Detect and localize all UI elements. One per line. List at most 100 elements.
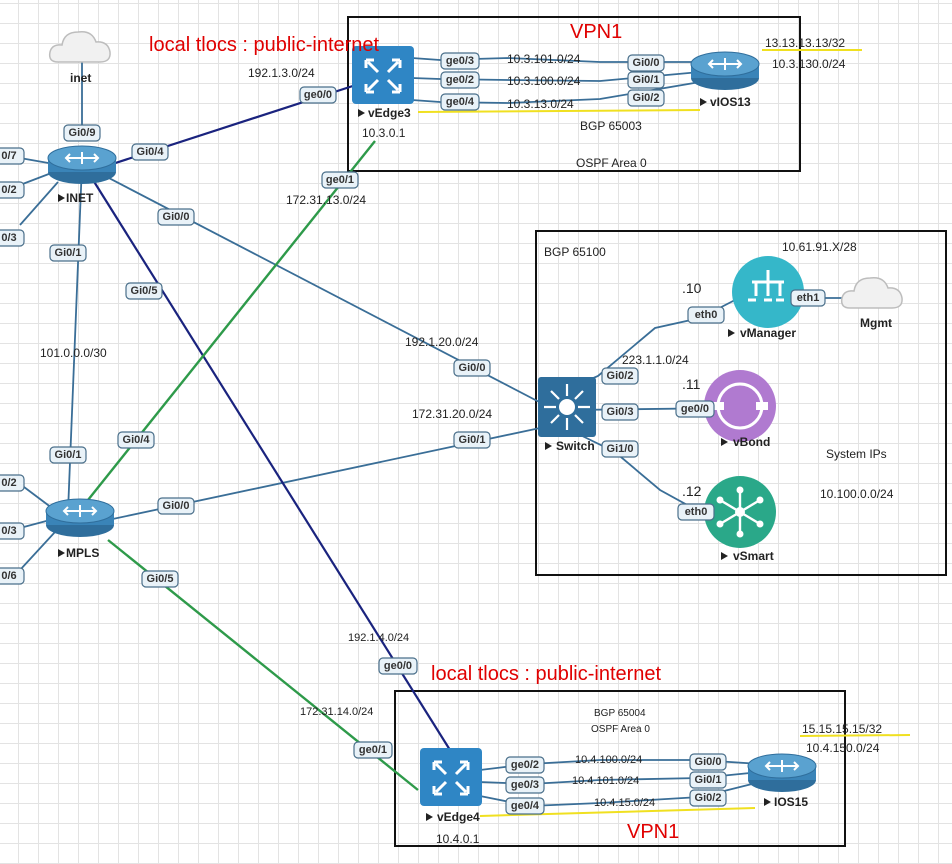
inet-cloud-icon [48,30,111,63]
port-badge-vedge3-ge01: ge0/1 [321,171,359,189]
port-label: 0/6 [1,570,16,582]
port-label: Gi0/0 [695,756,722,768]
port-label: 0/7 [1,150,16,162]
net-site4-1: 10.4.100.0/24 [575,754,642,766]
port-label: ge0/3 [511,779,539,791]
device-label-vmanager: vManager [740,326,796,340]
site3-ospf: OSPF Area 0 [576,156,647,170]
device-label-vbond: vBond [733,435,770,449]
net-mpls-vedge4: 172.31.14.0/24 [300,706,373,718]
port-badge-vedge3-ge02: ge0/2 [440,71,480,89]
net-site4-2: 10.4.101.0/24 [572,775,639,787]
port-badge-vedge4-ge04: ge0/4 [505,797,545,815]
net-vedge4-system: 10.4.0.1 [436,832,480,846]
net-ios15-loopback: 15.15.15.15/32 [802,722,882,736]
mgmt-cloud-icon [840,276,903,309]
net-mpls-switch: 172.31.20.0/24 [412,407,492,421]
vsmart-icon[interactable] [704,476,776,548]
net-mpls-vedge3: 172.31.13.0/24 [286,193,366,207]
link-mpls-left1 [19,483,53,509]
port-badge-vedge3-ge04: ge0/4 [440,93,480,111]
port-label: eth0 [695,309,718,321]
port-label: Gi0/0 [459,362,486,374]
controllers-mgmt-net: 10.61.91.X/28 [782,240,857,254]
port-label: Gi1/0 [607,443,634,455]
port-badge-mpls-gi00: Gi0/0 [157,497,195,515]
port-label: Gi0/2 [633,92,660,104]
net-controllers: 223.1.1.0/24 [622,353,689,367]
port-badge-vios13-gi00: Gi0/0 [627,54,665,72]
device-label-inet: INET [66,191,94,205]
port-label: ge0/4 [511,800,540,812]
ios15-router-icon[interactable] [747,753,817,792]
port-label: ge0/1 [359,744,387,756]
controllers-system-label: System IPs [826,447,887,461]
device-label-vios13: vIOS13 [710,95,751,109]
port-badge-vmanager-eth1: eth1 [790,289,826,307]
device-label-vedge4: vEdge4 [437,810,480,824]
port-badge-vedge4-ge01: ge0/1 [353,741,393,759]
link-mpls-left3 [19,531,56,571]
controllers-system-net: 10.100.0.0/24 [820,487,894,501]
annotation-vpn1-top: VPN1 [570,21,622,43]
controllers-box [535,230,947,576]
net-inet-vedge3: 192.1.3.0/24 [248,66,315,80]
port-badge-inet-gi09: Gi0/9 [63,124,101,142]
port-badge-vedge4-ge03: ge0/3 [505,776,545,794]
vbond-icon[interactable] [704,370,776,442]
net-vios13-loopback: 13.13.13.13/32 [765,36,845,50]
port-badge-vmanager-eth0: eth0 [687,306,725,324]
highlight-vedge3 [417,109,701,113]
net-inet-switch: 192.1.20.0/24 [405,335,479,349]
port-badge-mpls-gi01: Gi0/1 [49,446,87,464]
play-markers [58,98,771,821]
port-label: Gi0/4 [123,434,151,446]
vedge4-icon[interactable] [420,748,482,806]
net-vios13-lan: 10.3.130.0/24 [772,57,846,71]
device-label-ios15: IOS15 [774,795,808,809]
port-label: 0/2 [1,477,16,489]
device-label-vedge3: vEdge3 [368,106,411,120]
port-badge-vedge4-ge02: ge0/2 [505,756,545,774]
port-badge-inet-gi02: 0/2 [0,181,25,199]
port-label: Gi0/5 [147,573,174,585]
net-inet-vedge4: 192.1.4.0/24 [348,632,409,644]
net-vbond-host: .11 [682,376,701,392]
port-label: ge0/2 [446,74,474,86]
port-label: Gi0/1 [633,74,660,86]
port-badge-sw-gi01: Gi0/1 [453,431,491,449]
port-badge-vedge4-ge00: ge0/0 [378,657,418,675]
site4-ospf: OSPF Area 0 [591,724,650,735]
annotation-vedge4-tlocs: local tlocs : public-internet [431,663,662,685]
highlight-vedge4 [479,807,756,817]
inet-router-icon[interactable] [47,145,117,184]
highlight-ios15-loop [799,734,911,737]
port-badge-vios13-gi01: Gi0/1 [627,71,665,89]
port-label: Gi0/2 [607,370,634,382]
link-inet-left3 [19,181,59,226]
vmanager-icon[interactable] [732,256,804,328]
port-label: Gi0/0 [633,57,660,69]
net-vsmart-host: .12 [682,483,702,499]
port-label: 0/2 [1,184,16,196]
port-label: Gi0/2 [695,792,722,804]
port-badge-inet-gi01: Gi0/1 [49,244,87,262]
vedge3-icon[interactable] [352,46,414,104]
port-badge-vbond-ge00: ge0/0 [675,400,715,418]
vios13-router-icon[interactable] [690,51,760,90]
port-badge-mpls-gi05: Gi0/5 [141,570,179,588]
port-badge-inet-gi05: Gi0/5 [125,282,163,300]
port-badge-sw-gi10: Gi1/0 [601,440,639,458]
mpls-router-icon[interactable] [45,498,115,537]
cloud-label-inet: inet [70,71,91,85]
port-badge-ios15-gi00: Gi0/0 [689,753,727,771]
port-badge-sw-gi00: Gi0/0 [453,359,491,377]
port-badge-sw-gi02: Gi0/2 [601,367,639,385]
net-site3-2: 10.3.100.0/24 [507,74,581,88]
port-label: 0/3 [1,525,16,537]
port-badge-mpls-gi02: 0/2 [0,474,25,492]
controllers-bgp: BGP 65100 [544,245,606,259]
switch-icon[interactable] [538,377,596,437]
port-label: 0/3 [1,232,16,244]
